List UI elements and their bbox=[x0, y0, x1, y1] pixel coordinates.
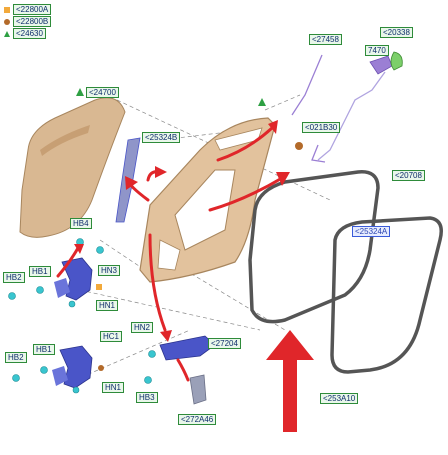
callout-hb2-lower: HB2 bbox=[5, 352, 27, 363]
door-frame-seal bbox=[248, 170, 380, 324]
legend-triangle-marker bbox=[258, 98, 266, 106]
large-red-arrow bbox=[266, 330, 314, 432]
grommet-part bbox=[295, 142, 303, 150]
check-strap-bracket bbox=[189, 374, 207, 405]
callout-hn1-upper: HN1 bbox=[96, 300, 119, 311]
legend-label-1: <22800A bbox=[13, 4, 52, 15]
callout-272a46: <272A46 bbox=[178, 414, 217, 425]
legend-label-3: <24630 bbox=[13, 28, 46, 39]
upper-hinge bbox=[54, 257, 93, 301]
square-icon bbox=[4, 6, 10, 13]
callout-hb2-upper: HB2 bbox=[3, 272, 25, 283]
callout-7470: 7470 bbox=[365, 45, 389, 56]
circle-icon bbox=[4, 18, 10, 25]
door-outer-panel bbox=[19, 97, 126, 238]
callout-hb1-lower: HB1 bbox=[33, 344, 55, 355]
handle-bracket-part bbox=[390, 51, 403, 71]
legend-item-3: <24630 bbox=[4, 28, 46, 39]
callout-hn1-lower: HN1 bbox=[102, 382, 125, 393]
callout-hn2: HN2 bbox=[131, 322, 154, 333]
callout-hc1: HC1 bbox=[100, 331, 123, 342]
callout-triangle-marker bbox=[76, 88, 84, 96]
callout-hb3: HB3 bbox=[136, 392, 158, 403]
callout-24700: <24700 bbox=[86, 87, 119, 98]
callout-hb1-upper: HB1 bbox=[29, 266, 51, 277]
legend-label-2: <22800B bbox=[13, 16, 52, 27]
door-cables bbox=[291, 54, 386, 163]
callout-25324a: <25324A bbox=[352, 226, 391, 237]
callout-20338: <20338 bbox=[380, 27, 413, 38]
opening-weatherstrip bbox=[330, 216, 443, 374]
red-arrowheads bbox=[74, 120, 290, 342]
callout-021b30: <021B30 bbox=[302, 122, 341, 133]
callout-253a10: <253A10 bbox=[320, 393, 359, 404]
legend-circle-marker bbox=[98, 365, 104, 371]
door-panel-crease bbox=[40, 125, 90, 156]
callout-hn3: HN3 bbox=[98, 265, 121, 276]
callout-27204: <27204 bbox=[208, 338, 241, 349]
callout-27458: <27458 bbox=[309, 34, 342, 45]
callout-25324b: <25324B bbox=[142, 132, 181, 143]
legend-item-1: <22800A bbox=[4, 4, 52, 15]
triangle-icon bbox=[4, 30, 10, 37]
fasteners bbox=[8, 238, 156, 394]
door-check-strap bbox=[159, 335, 216, 361]
legend-square-marker bbox=[96, 284, 102, 290]
door-handle-part bbox=[369, 55, 393, 75]
legend-item-2: <22800B bbox=[4, 16, 52, 27]
lower-hinge bbox=[52, 345, 93, 389]
callout-hb4: HB4 bbox=[70, 218, 92, 229]
callout-20708: <20708 bbox=[392, 170, 425, 181]
door-inner-frame bbox=[139, 117, 276, 283]
